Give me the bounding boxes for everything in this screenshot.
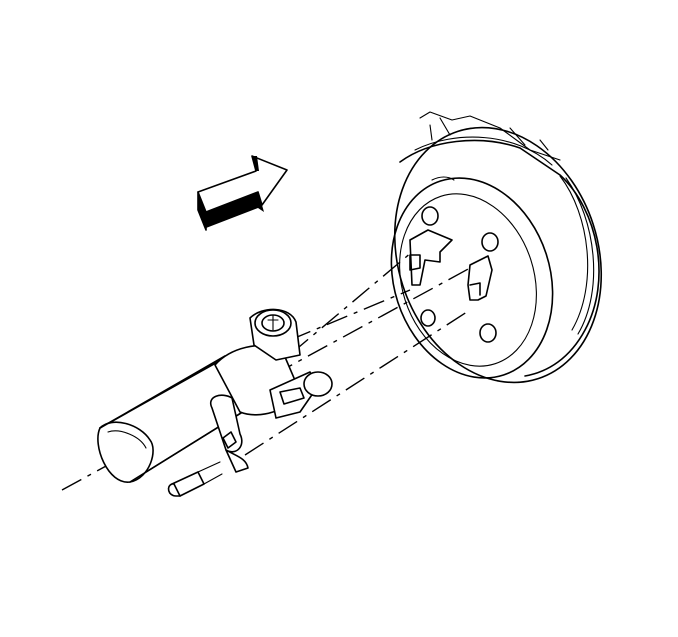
pinion-yoke-straps — [209, 394, 249, 473]
brake-drum-flange — [390, 111, 603, 384]
propeller-shaft — [97, 354, 263, 483]
centerline-right — [244, 309, 471, 456]
universal-joint-yoke — [214, 308, 333, 419]
direction-arrow — [197, 155, 288, 231]
strap-bolt — [167, 461, 223, 497]
centerline-strap — [289, 289, 411, 341]
